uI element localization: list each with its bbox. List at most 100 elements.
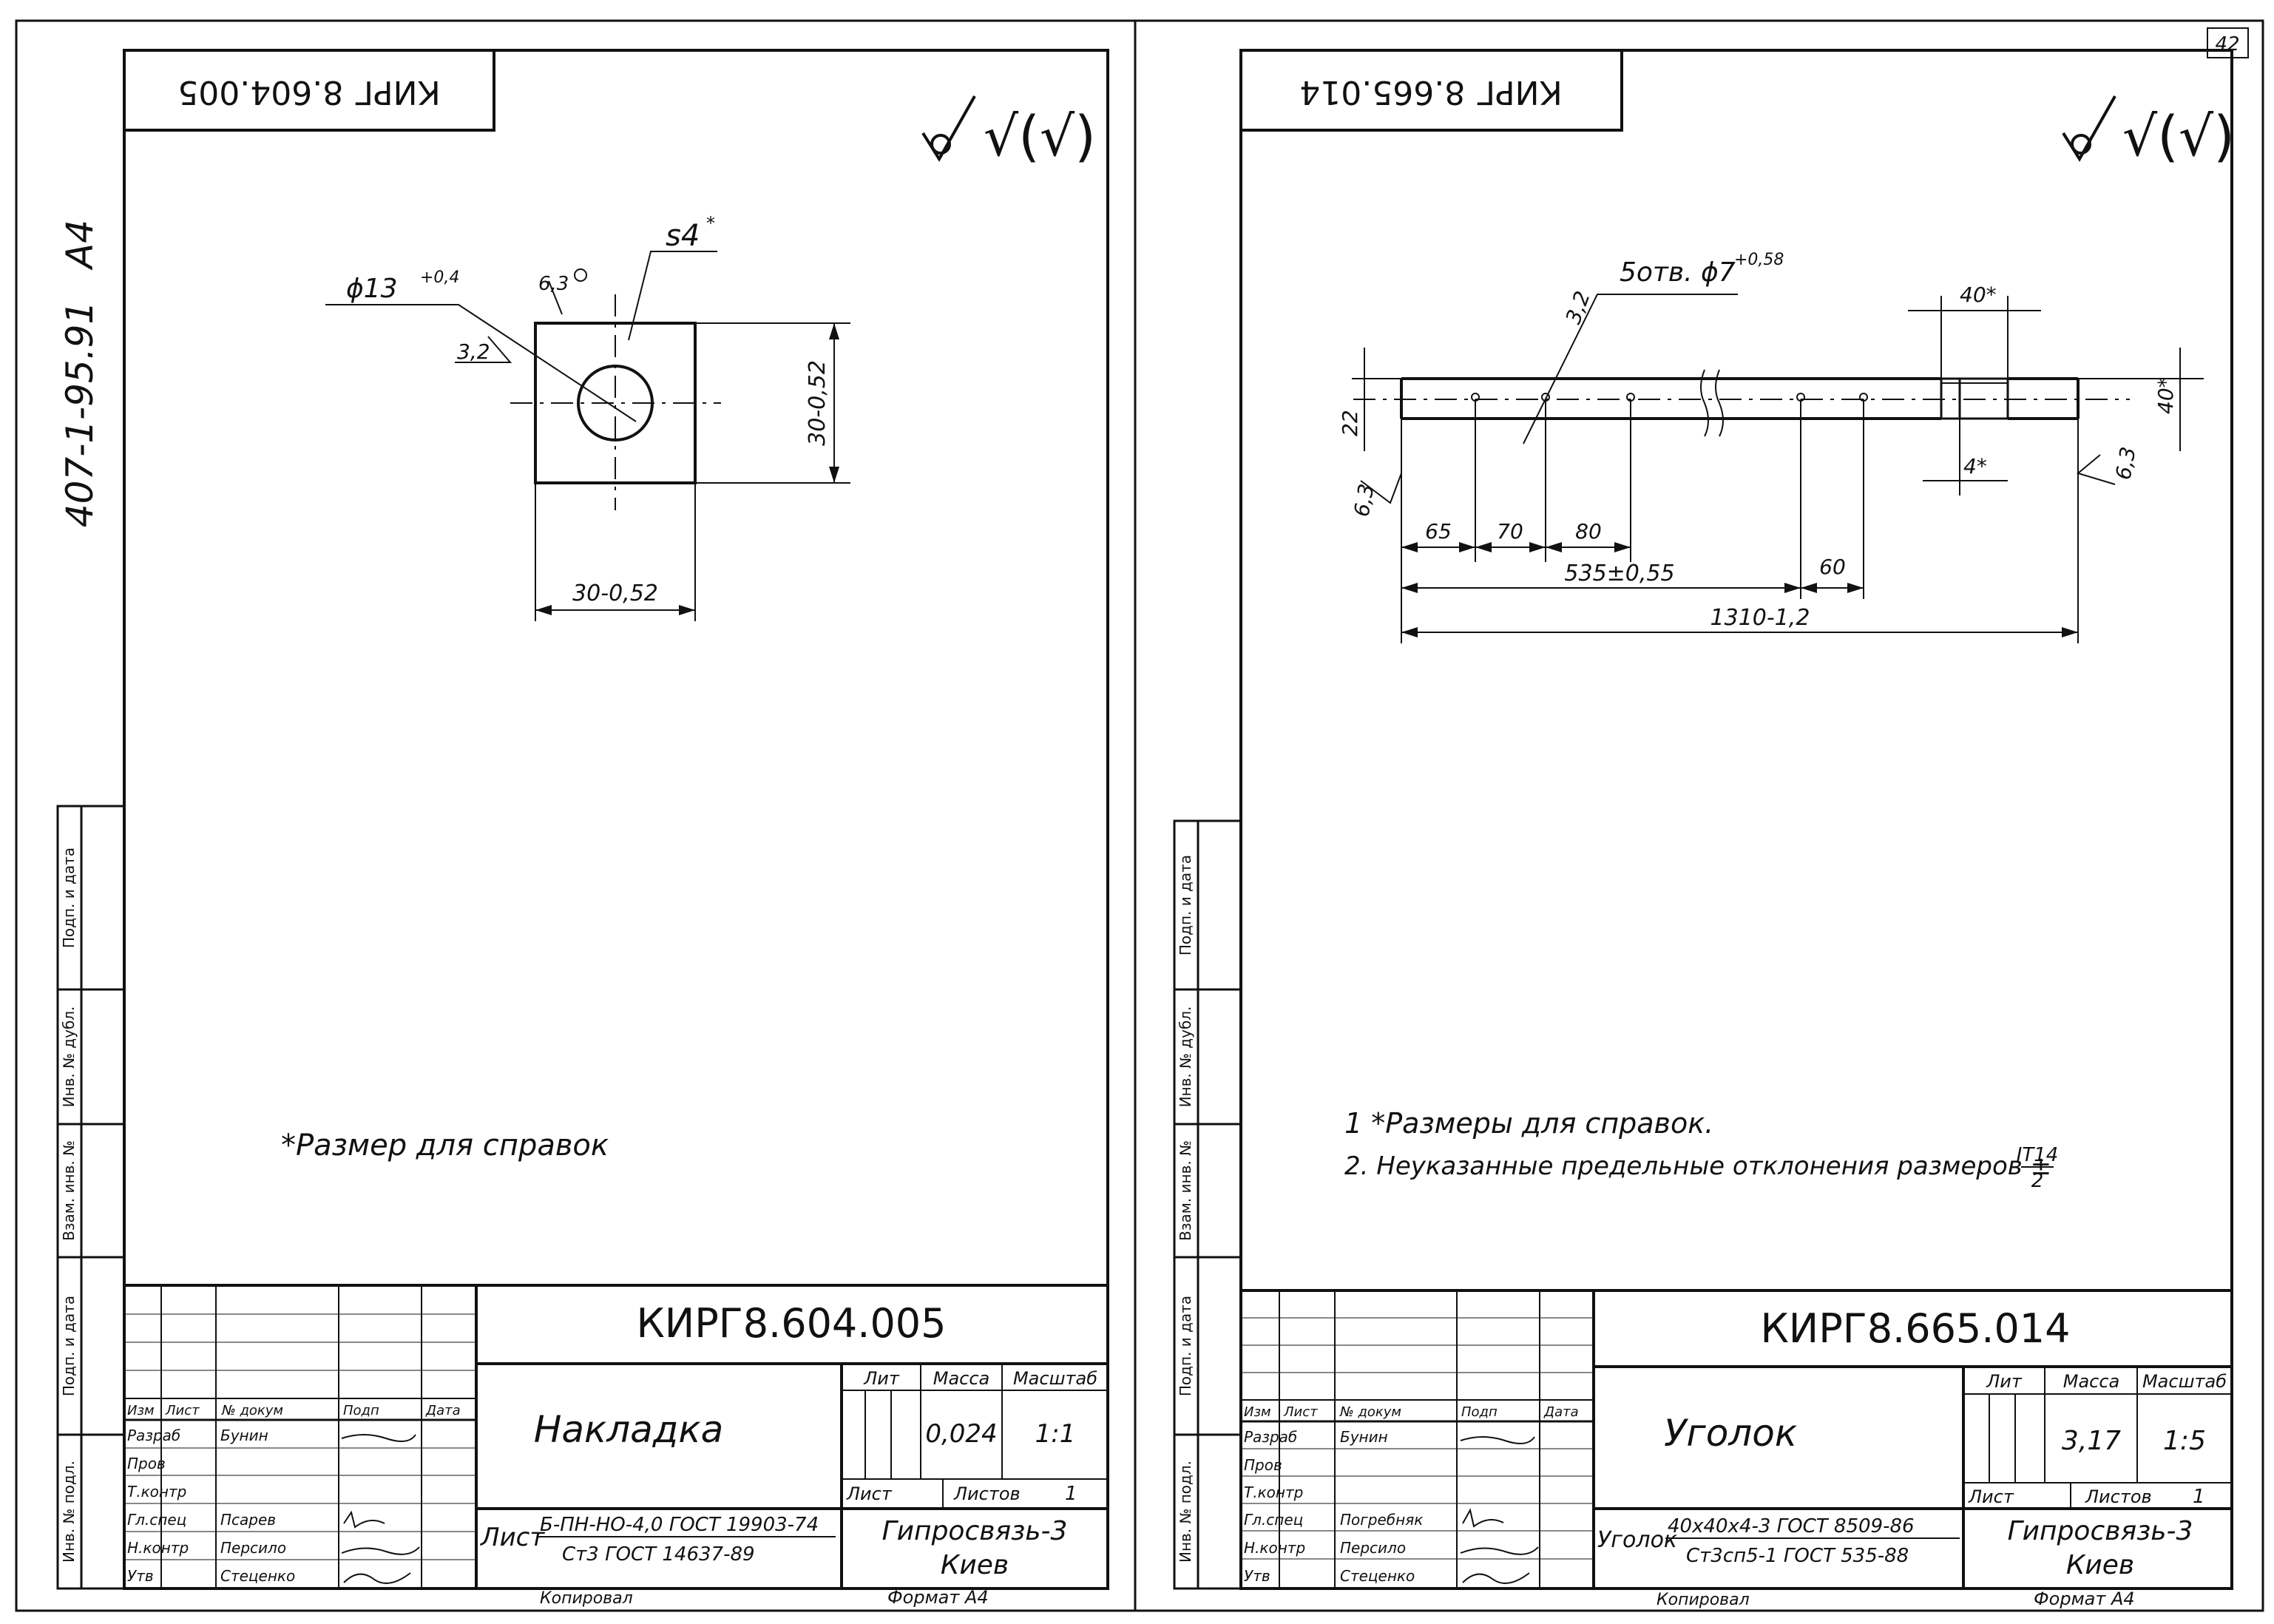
right-role-4: Гл.спец xyxy=(1244,1511,1303,1529)
left-sheets-label: Листов xyxy=(953,1483,1021,1504)
right-col-label-4: Подп. и дата xyxy=(1177,1296,1194,1396)
right-name-1: Бунин xyxy=(1340,1428,1388,1446)
left-side-code: 407-1-95.91 xyxy=(58,301,101,527)
left-name-6: Стеценко xyxy=(220,1567,295,1585)
left-col-label-2: Инв. № дубл. xyxy=(60,1006,78,1108)
right-sheets-count: 1 xyxy=(2193,1486,2205,1508)
left-scale: 1:1 xyxy=(1035,1419,1076,1449)
right-scale: 1:5 xyxy=(2163,1426,2206,1456)
left-rev-podp: Подп xyxy=(343,1403,379,1418)
right-dim-flange: 40* xyxy=(1960,282,1997,307)
right-top-stamp: КИРГ 8.665.014 xyxy=(1299,73,1562,111)
right-sheet-label: Лист xyxy=(1968,1486,2014,1507)
right-dim-22: 22 xyxy=(1338,410,1362,436)
left-name-1: Бунин xyxy=(220,1427,268,1444)
right-col-label-3: Взам. инв. № xyxy=(1177,1140,1194,1241)
left-roughness-symbol: √(√) xyxy=(921,95,1096,169)
right-role-3: Т.контр xyxy=(1244,1483,1303,1501)
left-org-1: Гипросвязь-3 xyxy=(882,1516,1068,1546)
right-material-prefix: Уголок xyxy=(1597,1527,1677,1553)
right-rev-list: Лист xyxy=(1283,1404,1318,1420)
right-dim-holes: 5отв. ϕ7 xyxy=(1620,257,1736,288)
right-org-1: Гипросвязь-3 xyxy=(2008,1516,2193,1546)
left-designation: КИРГ8.604.005 xyxy=(636,1300,946,1347)
left-col-lit: Лит xyxy=(863,1368,900,1389)
right-dim-70: 70 xyxy=(1497,519,1523,544)
right-signatures xyxy=(1460,1436,1539,1584)
right-role-1: Разраб xyxy=(1244,1428,1297,1446)
left-copied: Копировал xyxy=(540,1589,633,1608)
right-title-block xyxy=(1239,1289,2233,1590)
left-material-2: Ст3 ГОСТ 14637-89 xyxy=(562,1543,755,1566)
right-col-scale: Масштаб xyxy=(2142,1371,2227,1392)
page-number-box xyxy=(2207,27,2249,58)
left-rough-32: 3,2 xyxy=(457,339,490,364)
right-copied: Копировал xyxy=(1657,1591,1750,1609)
page-border xyxy=(15,19,2264,1612)
left-rev-data: Дата xyxy=(425,1403,461,1418)
right-rev-doc: № докум xyxy=(1339,1404,1401,1420)
left-rev-list: Лист xyxy=(165,1403,200,1418)
right-dim-65: 65 xyxy=(1425,519,1452,544)
left-binding-column: Подп. и дата Инв. № дубл. Взам. инв. № П… xyxy=(56,805,126,1590)
right-note-tol-den: 2 xyxy=(2031,1170,2044,1192)
left-dim-thickness: s4 xyxy=(666,219,700,253)
right-name-5: Персило xyxy=(1340,1539,1406,1557)
left-material-1: Б-ПН-НО-4,0 ГОСТ 19903-74 xyxy=(540,1514,819,1536)
left-col-label-5: Инв. № подл. xyxy=(60,1461,78,1563)
left-dim-thickness-star: * xyxy=(706,213,715,234)
right-dim-1310: 1310-1,2 xyxy=(1710,605,1810,631)
right-mass: 3,17 xyxy=(2062,1426,2121,1456)
left-name-4: Псарев xyxy=(220,1511,276,1529)
left-role-5: Н.контр xyxy=(127,1539,189,1557)
right-roughness-symbol: √(√) xyxy=(2062,95,2235,169)
left-org-2: Киев xyxy=(941,1550,1009,1580)
right-dim-80: 80 xyxy=(1575,519,1602,544)
right-material-1: 40x40x4-3 ГОСТ 8509-86 xyxy=(1668,1515,1915,1537)
right-rough-63-right: 6,3 xyxy=(2111,445,2140,482)
left-role-4: Гл.спец xyxy=(127,1511,186,1529)
right-rev-data: Дата xyxy=(1543,1404,1579,1420)
right-col-lit: Лит xyxy=(1986,1371,2023,1392)
right-dim-holes-tol: +0,58 xyxy=(1734,251,1784,269)
left-side-format: A4 xyxy=(58,220,101,271)
right-note-1: 1 *Размеры для справок. xyxy=(1344,1107,1713,1140)
left-top-stamp-box xyxy=(123,49,495,132)
left-col-scale: Масштаб xyxy=(1013,1368,1097,1389)
left-frame xyxy=(123,49,1109,1590)
right-part-name: Уголок xyxy=(1664,1412,1797,1455)
left-note: *Размер для справок xyxy=(281,1129,609,1163)
left-dim-height: 30-0,52 xyxy=(805,360,830,446)
left-col-label-3: Взам. инв. № xyxy=(60,1140,78,1241)
left-sheet-label: Лист xyxy=(846,1483,893,1504)
right-rev-podp: Подп xyxy=(1461,1404,1498,1420)
right-binding-column: Подп. и дата Инв. № дубл. Взам. инв. № П… xyxy=(1173,819,1242,1590)
right-col-label-5: Инв. № подл. xyxy=(1177,1461,1194,1563)
right-col-label-1: Подп. и дата xyxy=(1177,855,1194,955)
left-dim-width: 30-0,52 xyxy=(572,581,658,606)
right-dim-535: 535±0,55 xyxy=(1564,561,1674,586)
right-rough-32: 3,2 xyxy=(1561,288,1595,327)
left-rough-63: 6,3 xyxy=(538,273,569,295)
right-dim-flange-side: 40* xyxy=(2153,377,2178,414)
right-note-tol-num: IT14 xyxy=(2017,1144,2059,1166)
right-dim-thick: 4* xyxy=(1963,454,1987,478)
left-sheet: КИРГ 8.604.005 407-1-95.91 A4 √(√) xyxy=(56,49,1109,1608)
right-designation: КИРГ8.665.014 xyxy=(1760,1305,2070,1352)
left-plate-drawing xyxy=(325,251,850,621)
right-org-2: Киев xyxy=(2066,1550,2134,1580)
left-rev-doc: № докум xyxy=(221,1403,283,1418)
right-rough-63-left: 6,3 xyxy=(1349,482,1378,519)
left-dim-hole-tol: +0,4 xyxy=(420,268,459,287)
right-sheets-label: Листов xyxy=(2085,1486,2152,1507)
right-roughness-text: √(√) xyxy=(2122,105,2235,169)
right-role-6: Утв xyxy=(1244,1567,1270,1585)
right-top-stamp-box xyxy=(1239,49,1623,132)
left-name-5: Персило xyxy=(220,1539,286,1557)
right-role-5: Н.контр xyxy=(1244,1539,1305,1557)
left-role-3: Т.контр xyxy=(127,1483,186,1500)
right-rev-izm: Изм xyxy=(1244,1404,1271,1420)
left-role-6: Утв xyxy=(127,1567,154,1585)
right-name-6: Стеценко xyxy=(1340,1567,1415,1585)
left-col-mass: Масса xyxy=(933,1368,990,1389)
